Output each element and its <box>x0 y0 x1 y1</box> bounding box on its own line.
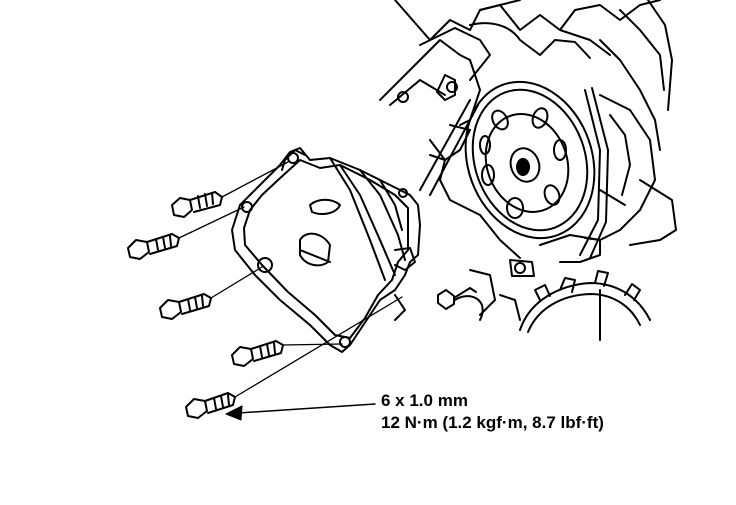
bolt-icon <box>231 340 343 367</box>
bolt-icon <box>185 296 403 419</box>
lower-sprocket <box>454 269 651 341</box>
pump-pulley <box>419 80 609 259</box>
arrow-icon <box>225 403 376 421</box>
bolt-icon <box>171 161 289 218</box>
bolt-size-label: 6 x 1.0 mm <box>381 391 468 410</box>
engine-block <box>379 0 677 263</box>
bolt-icon <box>127 206 245 260</box>
torque-spec-label: 12 N·m (1.2 kgf·m, 8.7 lbf·ft) <box>381 413 604 432</box>
bolt-icon <box>159 266 263 320</box>
block-bolt <box>437 259 535 310</box>
timing-belt-cover <box>231 147 421 353</box>
